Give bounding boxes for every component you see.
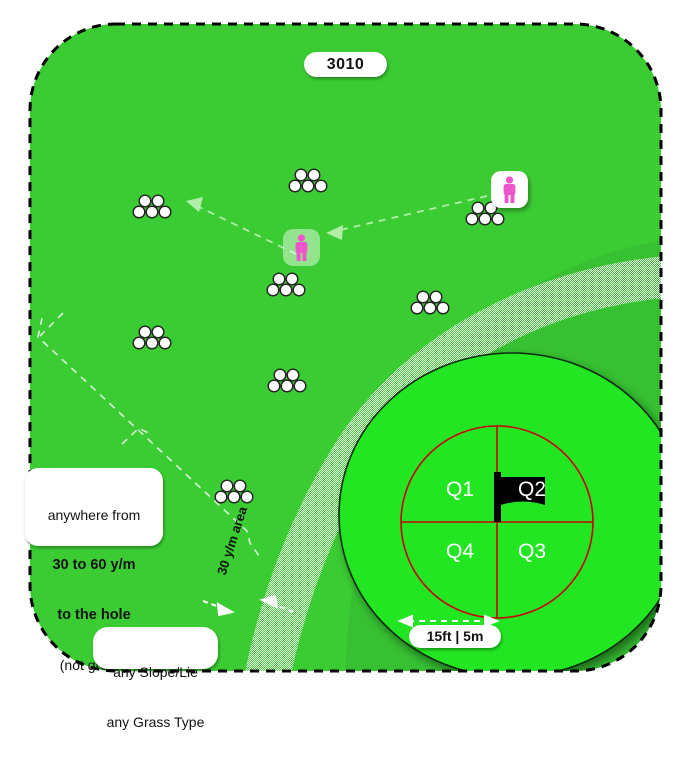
distance-callout: anywhere from 30 to 60 y/m to the hole (… [25, 468, 163, 673]
quadrant-label-q2: Q2 [517, 478, 546, 501]
quadrant-label-q3: Q3 [517, 540, 546, 563]
putting-green [338, 352, 661, 671]
grass-callout-line2: any Grass Type [106, 713, 205, 730]
ball-clusters [132, 168, 505, 504]
golf-hole-diagram: Q1 Q2 Q3 Q4 3010 15ft | 5m anywhere from… [25, 22, 663, 730]
ball-cluster [267, 368, 307, 393]
course-body [30, 24, 661, 671]
flag-icon [494, 472, 545, 522]
grass-callout-line1: any Slope/Lie [113, 664, 198, 681]
ball-cluster [288, 168, 328, 193]
ball-cluster [132, 325, 172, 350]
hole-number-badge: 3010 [304, 52, 387, 77]
ball-cluster [132, 194, 172, 219]
band-arrows [202, 594, 294, 617]
player-marker-current[interactable] [283, 229, 320, 266]
shot-arrows [196, 195, 488, 255]
player-marker-target[interactable] [491, 171, 528, 208]
quadrant-label-q4: Q4 [445, 540, 474, 563]
quadrant-label-q1: Q1 [445, 478, 474, 501]
course-canvas [28, 22, 663, 673]
ball-cluster [410, 290, 450, 315]
scale-label: 15ft | 5m [409, 625, 501, 648]
distance-callout-line1: anywhere from [47, 507, 141, 524]
player-icon [295, 234, 308, 261]
yardage-band [240, 254, 661, 671]
distance-callout-line2: 30 to 60 y/m [52, 556, 136, 573]
grass-callout: any Slope/Lie any Grass Type [93, 627, 218, 730]
player-icon [503, 176, 516, 203]
cart-path-line [37, 312, 263, 561]
distance-callout-line3: to the hole [57, 606, 131, 623]
scale-arrow [397, 614, 500, 628]
ball-cluster [266, 272, 306, 297]
course-boundary [28, 22, 663, 673]
shot-arrowheads [186, 197, 343, 240]
ball-cluster [214, 479, 254, 504]
